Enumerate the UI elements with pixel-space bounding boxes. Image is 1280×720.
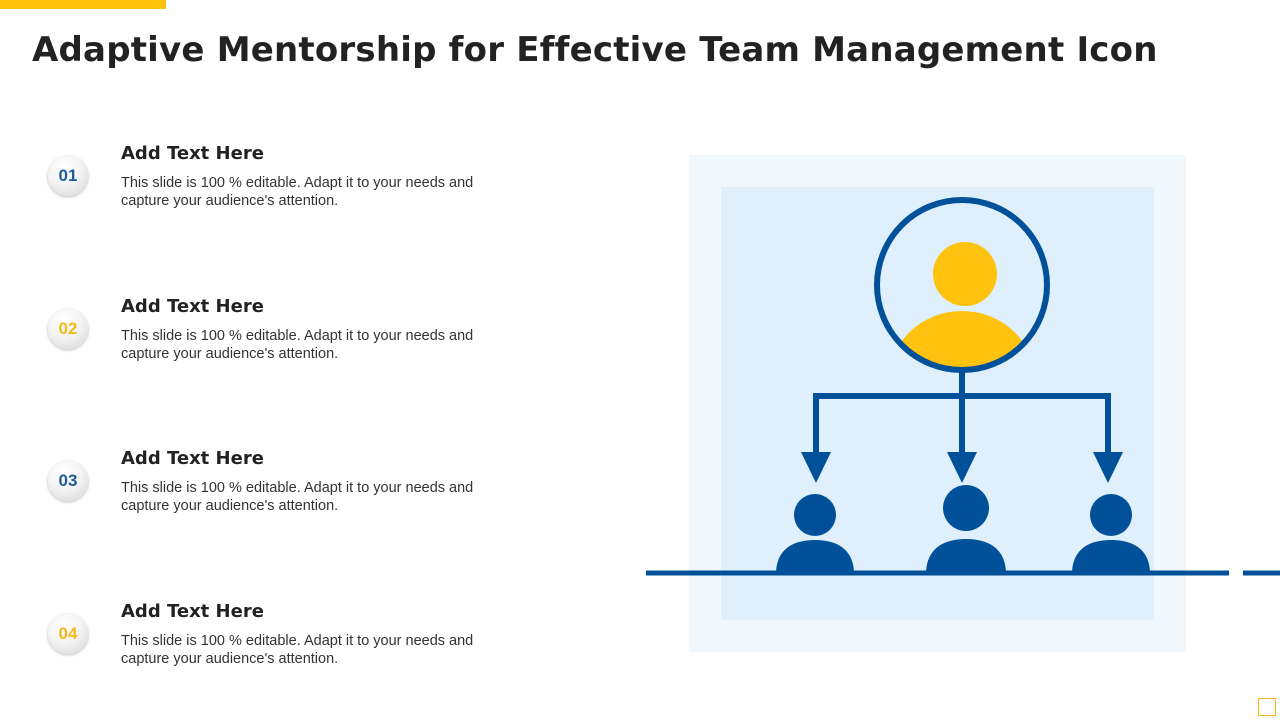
- item-description[interactable]: This slide is 100 % editable. Adapt it t…: [121, 328, 474, 362]
- arrow-down-icon: [801, 452, 1123, 483]
- list-item: 01 Add Text Here This slide is 100 % edi…: [0, 143, 600, 253]
- item-description[interactable]: This slide is 100 % editable. Adapt it t…: [121, 175, 474, 209]
- item-description[interactable]: This slide is 100 % editable. Adapt it t…: [121, 480, 474, 514]
- number-badge: 02: [48, 309, 88, 349]
- number-badge: 04: [48, 614, 88, 654]
- number-badge: 03: [48, 461, 88, 501]
- top-accent-bar: [0, 0, 166, 9]
- hierarchy-connector-lines: [813, 370, 1111, 460]
- page-title: Adaptive Mentorship for Effective Team M…: [32, 30, 1158, 70]
- list-item: 04 Add Text Here This slide is 100 % edi…: [0, 601, 600, 711]
- mentor-avatar-icon: [874, 197, 1050, 373]
- item-heading[interactable]: Add Text Here: [121, 601, 264, 622]
- number-badge: 01: [48, 156, 88, 196]
- list-item: 02 Add Text Here This slide is 100 % edi…: [0, 296, 600, 406]
- item-heading[interactable]: Add Text Here: [121, 143, 264, 164]
- corner-marker: [1258, 698, 1276, 716]
- item-heading[interactable]: Add Text Here: [121, 448, 264, 469]
- list-item: 03 Add Text Here This slide is 100 % edi…: [0, 448, 600, 558]
- item-heading[interactable]: Add Text Here: [121, 296, 264, 317]
- team-members-icon: [776, 485, 1150, 574]
- item-description[interactable]: This slide is 100 % editable. Adapt it t…: [121, 633, 474, 667]
